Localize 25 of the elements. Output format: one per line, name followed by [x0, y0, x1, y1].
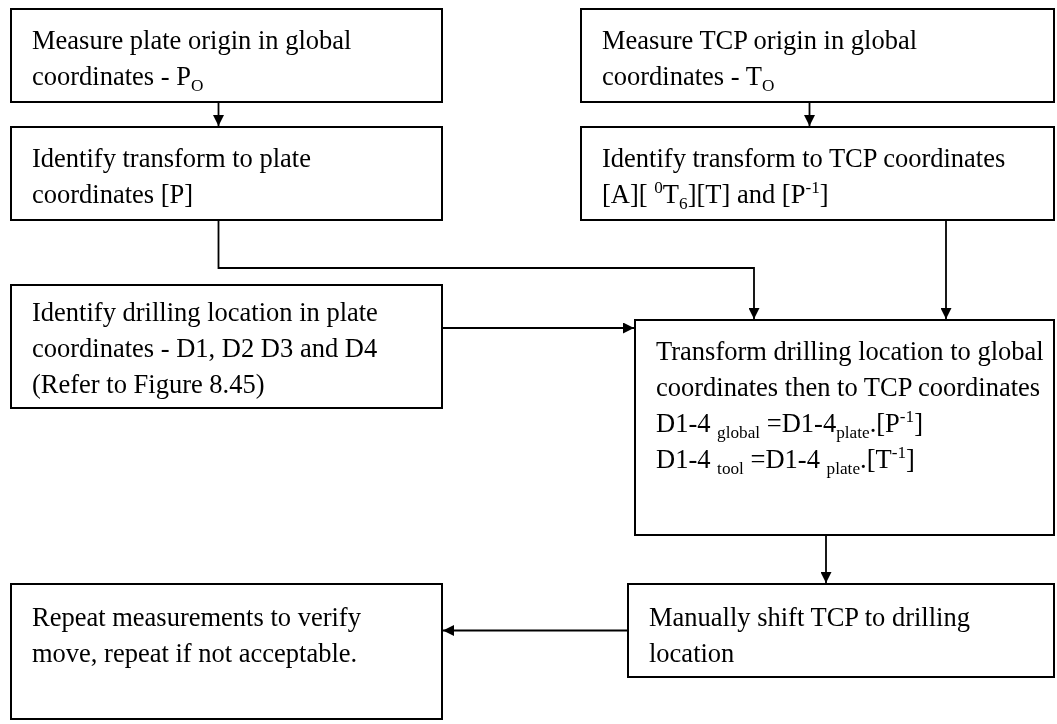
step-text: Identify drilling location in plate coordinates - D1, D2 D3 and D4 (Refer to Figure 8.45) [32, 296, 379, 401]
arrow [804, 102, 815, 127]
process-box [580, 8, 1055, 103]
arrow [217, 220, 760, 320]
arrow [940, 220, 952, 320]
process-box [580, 126, 1055, 221]
process-box [10, 284, 443, 409]
arrow [442, 322, 635, 334]
process-box [10, 8, 443, 103]
arrow [442, 625, 628, 636]
step-text: Transform drilling location to global coordinates then to TCP coordinates [656, 335, 1045, 404]
step-text: Identify transform to plate coordinates [P] [32, 142, 312, 211]
formula-text: D1-4 $_{tool}$ =D1-4 $_{plate}$.[T$^{-1}$] [656, 442, 916, 477]
arrow [213, 102, 224, 127]
step-text: Measure TCP origin in global coordinates - T$_{O}$ [602, 24, 919, 94]
formula-text: D1-4 $_{global}$ =D1-4$_{plate}$.[P$^{-1}$] [656, 406, 925, 441]
process-box [10, 126, 443, 221]
process-box [634, 319, 1055, 536]
arrow [820, 535, 832, 584]
step-text: Identify transform to TCP coordinates [A][ $^{0}$T$_{6}$][T] and [P$^{-1}$] [602, 142, 1007, 212]
step-text: Measure plate origin in global coordinates - P$_{O}$ [32, 24, 353, 94]
process-box [627, 583, 1055, 678]
step-text: Manually shift TCP to drilling location [649, 601, 971, 670]
process-box [10, 583, 443, 720]
step-text: Repeat measurements to verify move, repeat if not acceptable. [32, 601, 362, 670]
